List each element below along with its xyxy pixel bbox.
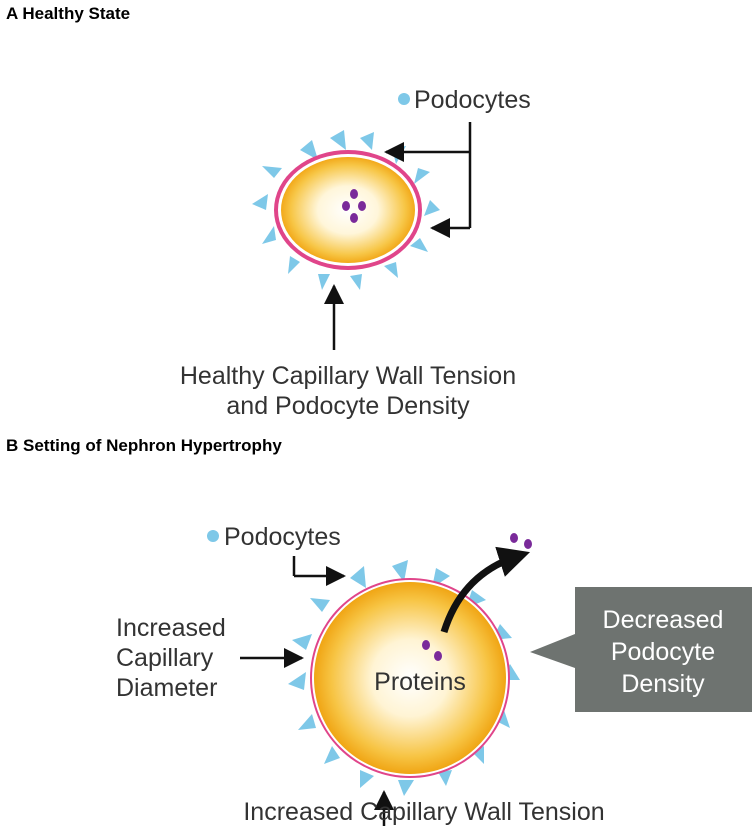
podocyte-legend-dot-b (207, 530, 219, 542)
proteins-a (342, 189, 366, 223)
panel-a-podocytes (252, 130, 440, 290)
podocytes-label-b: Podocytes (224, 523, 341, 551)
tension-label-a-line2: and Podocyte Density (226, 392, 470, 420)
diameter-label-line2: Capillary (116, 644, 214, 672)
podocytes-label-a: Podocytes (414, 86, 531, 114)
proteins-label: Proteins (374, 668, 466, 696)
proteins-b-leaked (510, 533, 532, 549)
density-label-line1: Decreased (603, 606, 724, 634)
panel-a-title: A Healthy State (6, 4, 131, 23)
podocyte-pointer-arrows-a (384, 122, 472, 238)
diameter-label-line1: Increased (116, 614, 226, 642)
diameter-label-line3: Diameter (116, 674, 217, 702)
density-label-line3: Density (621, 670, 705, 698)
density-callout (530, 587, 752, 712)
podocyte-legend-dot-a (398, 93, 410, 105)
capillary-lumen-b (314, 582, 506, 774)
tension-label-a-line1: Healthy Capillary Wall Tension (180, 362, 516, 390)
proteins-b-inside (422, 640, 442, 661)
tension-label-b: Increased Capillary Wall Tension (243, 798, 604, 826)
density-label-line2: Podocyte (611, 638, 715, 666)
protein-leak-arrow (440, 546, 530, 634)
panel-b-title: B Setting of Nephron Hypertrophy (6, 436, 282, 455)
podocyte-pointer-arrow-b (292, 556, 346, 586)
